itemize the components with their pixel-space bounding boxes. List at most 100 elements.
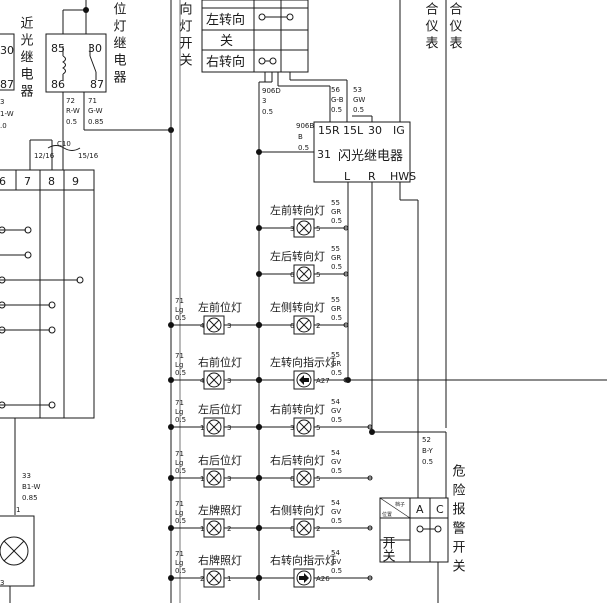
wire-label: Lg bbox=[175, 559, 183, 567]
relay-pin-87: 87 bbox=[0, 78, 14, 91]
lamp-pin: 3 bbox=[227, 322, 231, 330]
lamp-pin: 3 bbox=[227, 377, 231, 385]
svg-text:R: R bbox=[368, 170, 376, 183]
wire-label: 0.5 bbox=[331, 567, 342, 575]
svg-text:906B: 906B bbox=[296, 122, 314, 130]
svg-text:L: L bbox=[344, 170, 351, 183]
svg-text:0.85: 0.85 bbox=[22, 494, 38, 502]
bulb-icon bbox=[206, 470, 222, 486]
wire-label: Lg bbox=[175, 361, 183, 369]
wire-label: 0.5 bbox=[175, 369, 186, 377]
lamp-label: 左前转向灯 bbox=[270, 203, 325, 217]
lamp-pin: 3 bbox=[290, 225, 294, 233]
hazard-switch-label: 危险报警开关 bbox=[450, 464, 466, 578]
wire-label: 71 bbox=[175, 352, 184, 360]
connector-grid: 6 7 8 9 bbox=[0, 169, 95, 419]
wire-label: 0.5 bbox=[331, 314, 342, 322]
svg-text:56: 56 bbox=[331, 86, 340, 94]
hazard-switch: 52 B-Y 0.5 档子 位置 A C 开关 bbox=[379, 436, 449, 603]
svg-text:3: 3 bbox=[0, 579, 4, 587]
wire-label: 54 bbox=[331, 449, 340, 457]
bulb-icon bbox=[206, 372, 222, 388]
svg-text:R-W: R-W bbox=[66, 107, 80, 115]
svg-text:A: A bbox=[416, 503, 424, 516]
arrow-indicator-icon bbox=[296, 570, 312, 586]
wire-label: 54 bbox=[331, 398, 340, 406]
lamp-label: 左后转向灯 bbox=[270, 249, 325, 263]
wire-label: 71 bbox=[175, 500, 184, 508]
bulb-icon bbox=[296, 220, 312, 236]
wire-label: GV bbox=[331, 407, 341, 415]
lamp-label: 右侧转向灯 bbox=[270, 503, 325, 517]
svg-text:906D: 906D bbox=[262, 87, 281, 95]
wire-label: GR bbox=[331, 208, 341, 216]
bulb-icon bbox=[206, 520, 222, 536]
wire-label: 0.5 bbox=[331, 217, 342, 225]
lamp-pin: 6 bbox=[290, 271, 295, 279]
lamp-pin: 3 bbox=[227, 424, 231, 432]
wire-label: Lg bbox=[175, 459, 183, 467]
lamp-label: 左转向指示灯 bbox=[270, 355, 336, 369]
lamp-label: 右后位灯 bbox=[198, 453, 242, 467]
svg-text:85: 85 bbox=[51, 42, 65, 55]
wire-label: 71 bbox=[175, 450, 184, 458]
bulb-icon bbox=[296, 470, 312, 486]
turn-switch-off: 关 bbox=[220, 34, 233, 49]
svg-text:87: 87 bbox=[90, 78, 104, 91]
lamp-label: 左后位灯 bbox=[198, 402, 242, 416]
turn-switch-left: 左转向 bbox=[206, 12, 245, 28]
position-light-relay: 85 30 86 87 bbox=[45, 0, 107, 93]
wire-label: 0.5 bbox=[331, 263, 342, 271]
near-light-relay: 30 87 3 1-W .0 bbox=[0, 33, 15, 130]
bulb-icon bbox=[296, 317, 312, 333]
wire-label: 71 bbox=[175, 297, 184, 305]
svg-text:7: 7 bbox=[24, 175, 31, 188]
bulb-icon bbox=[206, 570, 222, 586]
svg-text:档子: 档子 bbox=[395, 501, 405, 508]
lamp-pin: 5 bbox=[316, 271, 320, 279]
svg-text:12/16: 12/16 bbox=[34, 152, 55, 160]
svg-text:.0: .0 bbox=[0, 122, 7, 130]
wire-label: 71 bbox=[175, 399, 184, 407]
wire-label: 55 bbox=[331, 245, 340, 253]
bulb-icon bbox=[206, 317, 222, 333]
wire-label: GR bbox=[331, 305, 341, 313]
svg-text:C10: C10 bbox=[57, 140, 71, 148]
wire-label: Lg bbox=[175, 509, 183, 517]
wire-label: Lg bbox=[175, 306, 183, 314]
wire-label: 0.5 bbox=[175, 467, 186, 475]
wire-label: 54 bbox=[331, 549, 340, 557]
flash-relay-title: 闪光继电器 bbox=[338, 149, 403, 164]
arrow-indicator-icon bbox=[296, 372, 312, 388]
wire-label: 55 bbox=[331, 296, 340, 304]
wire-label: 55 bbox=[331, 351, 340, 359]
lamp-pin: 2 bbox=[316, 322, 320, 330]
lamp-label: 左侧转向灯 bbox=[270, 300, 325, 314]
lamp-pin: 1 bbox=[227, 575, 231, 583]
lamp-label: 右前位灯 bbox=[198, 355, 242, 369]
lamp-pin: 1 bbox=[200, 525, 204, 533]
svg-text:30: 30 bbox=[368, 124, 382, 137]
svg-text:30: 30 bbox=[88, 42, 102, 55]
svg-text:0.5: 0.5 bbox=[422, 458, 433, 466]
wire-label: 0.5 bbox=[331, 416, 342, 424]
bulb-icon bbox=[296, 419, 312, 435]
svg-text:15R: 15R bbox=[318, 124, 340, 137]
lamp-pin: A27 bbox=[316, 377, 330, 385]
svg-text:53: 53 bbox=[353, 86, 362, 94]
wire-label: GV bbox=[331, 558, 341, 566]
svg-text:G-W: G-W bbox=[88, 107, 103, 115]
wire-label: 0.5 bbox=[175, 567, 186, 575]
wire-label: 0.5 bbox=[175, 314, 186, 322]
svg-text:0.5: 0.5 bbox=[298, 144, 309, 152]
svg-text:0.5: 0.5 bbox=[262, 108, 273, 116]
combo-instrument-label-2: 合仪表 bbox=[447, 2, 463, 53]
wire-label: 0.5 bbox=[175, 517, 186, 525]
lamp-label: 右转向指示灯 bbox=[270, 553, 336, 567]
lamp-pin: 1 bbox=[200, 424, 204, 432]
svg-text:86: 86 bbox=[51, 78, 65, 91]
bulb-icon bbox=[206, 419, 222, 435]
wire-label: GR bbox=[331, 360, 341, 368]
svg-text:15L: 15L bbox=[343, 124, 364, 137]
turn-switch-label: 向灯开关 bbox=[177, 1, 193, 70]
